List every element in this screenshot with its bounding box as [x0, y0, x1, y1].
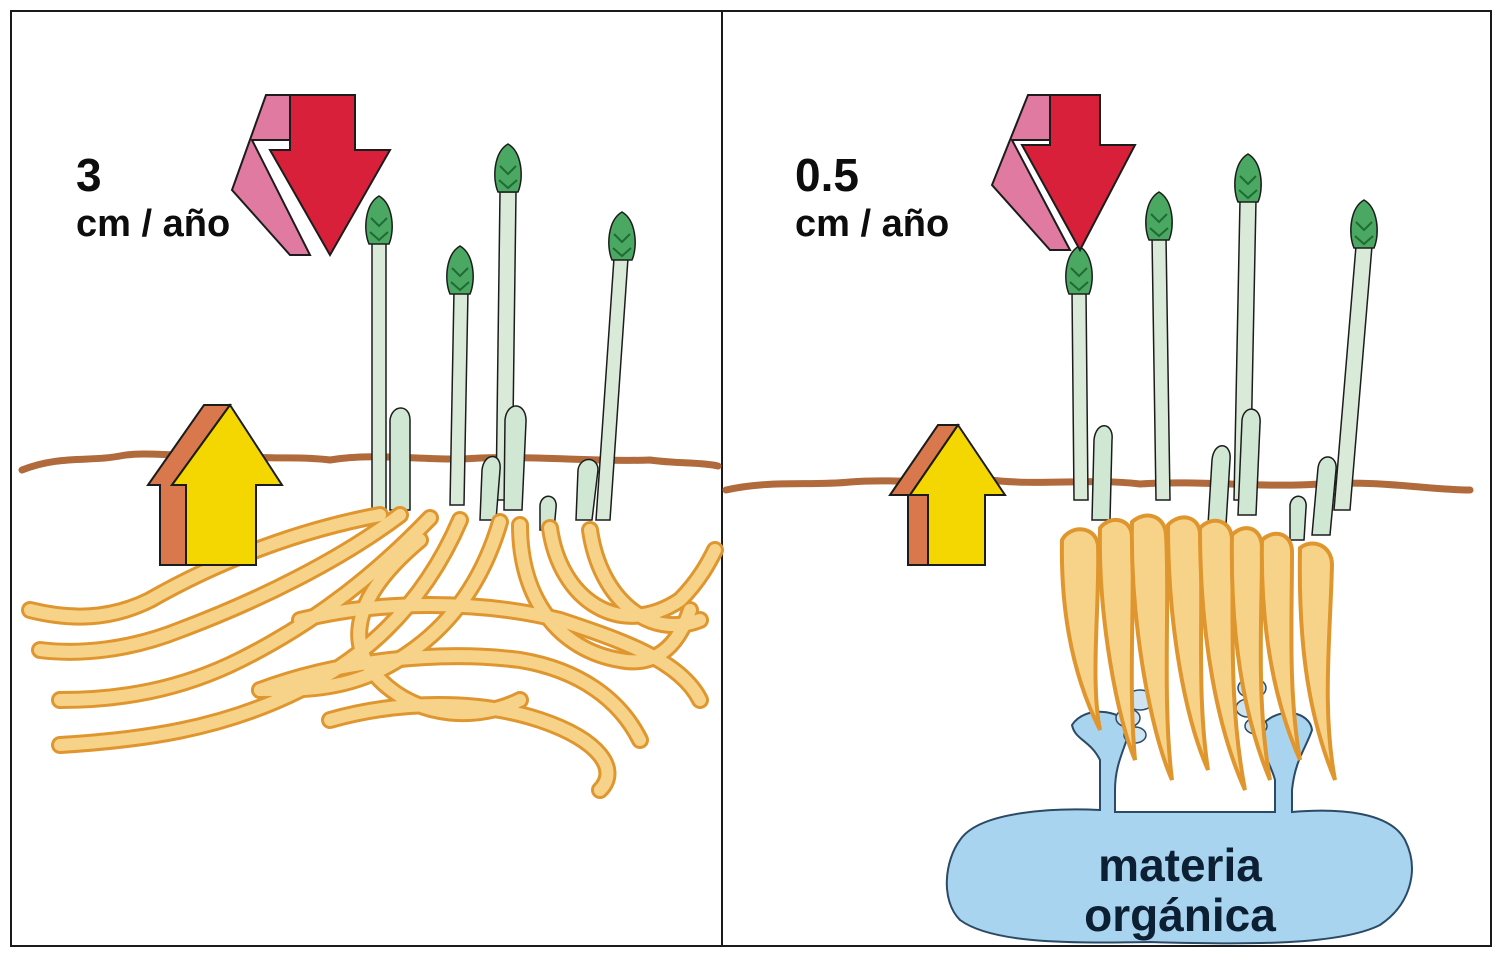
left-roots: [21, 506, 724, 799]
panel-divider: [721, 10, 723, 947]
right-down-arrow: [990, 94, 1137, 253]
right-up-arrow: [888, 423, 1007, 566]
right-roots: [1059, 513, 1337, 791]
right-spear-2: [1144, 191, 1174, 501]
right-buds: [1091, 408, 1337, 541]
right-panel-illustration: [722, 94, 1474, 945]
right-spears: [1064, 153, 1379, 541]
right-spear-1: [1064, 245, 1094, 501]
right-rate-unit: cm / año: [795, 203, 950, 245]
right-spear-4: [1333, 199, 1379, 511]
left-down-arrow: [230, 94, 392, 258]
left-spear-1: [364, 195, 394, 511]
organic-matter-label: materia orgánica: [1084, 839, 1276, 941]
left-spear-2: [445, 245, 475, 506]
left-rate-value: 3: [76, 149, 102, 201]
left-up-arrow: [146, 403, 284, 566]
left-spear-4: [595, 211, 637, 521]
left-panel-illustration: [18, 94, 724, 799]
left-spears: [364, 143, 637, 531]
left-soil-line: [18, 448, 722, 474]
left-rate-unit: cm / año: [76, 203, 231, 245]
left-buds: [389, 405, 599, 531]
right-rate-value: 0.5: [795, 149, 859, 201]
